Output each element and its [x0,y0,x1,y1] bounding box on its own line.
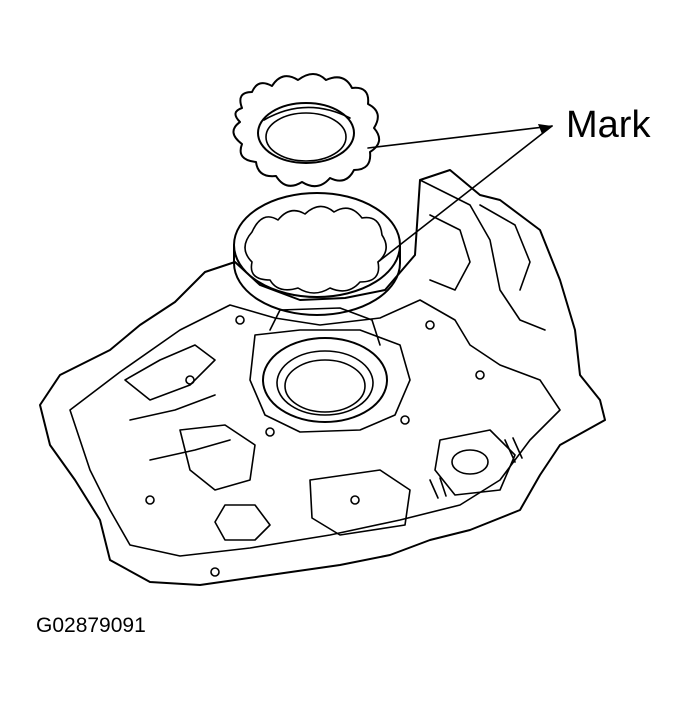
leader-line-driven-rotor [377,125,553,263]
leader-line-drive-rotor [367,125,553,149]
drive-rotor [232,73,381,188]
leader-arrowhead [538,124,552,134]
mark-callout: Mark [367,104,651,263]
figure-code: G02879091 [36,614,146,637]
rotor-bore [262,307,388,423]
mark-label: Mark [566,104,651,146]
